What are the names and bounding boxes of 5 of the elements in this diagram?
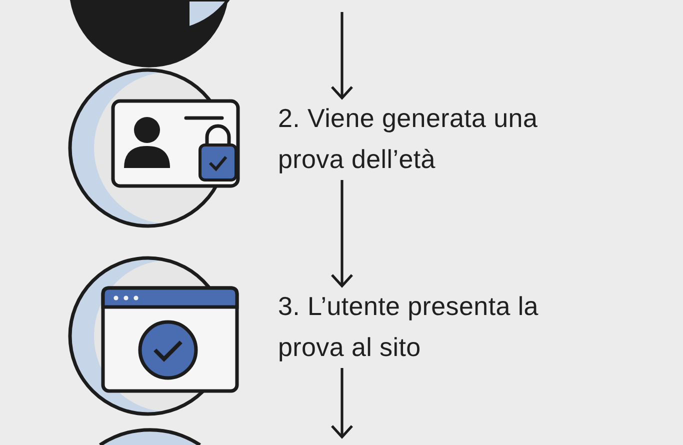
step-description: 3. L’utente presenta la prova al sito [278, 286, 593, 368]
step-description: 2. Viene generata una prova dell’età [278, 98, 593, 180]
arrow [330, 12, 354, 100]
arrow [330, 180, 354, 288]
arrow [330, 368, 354, 438]
